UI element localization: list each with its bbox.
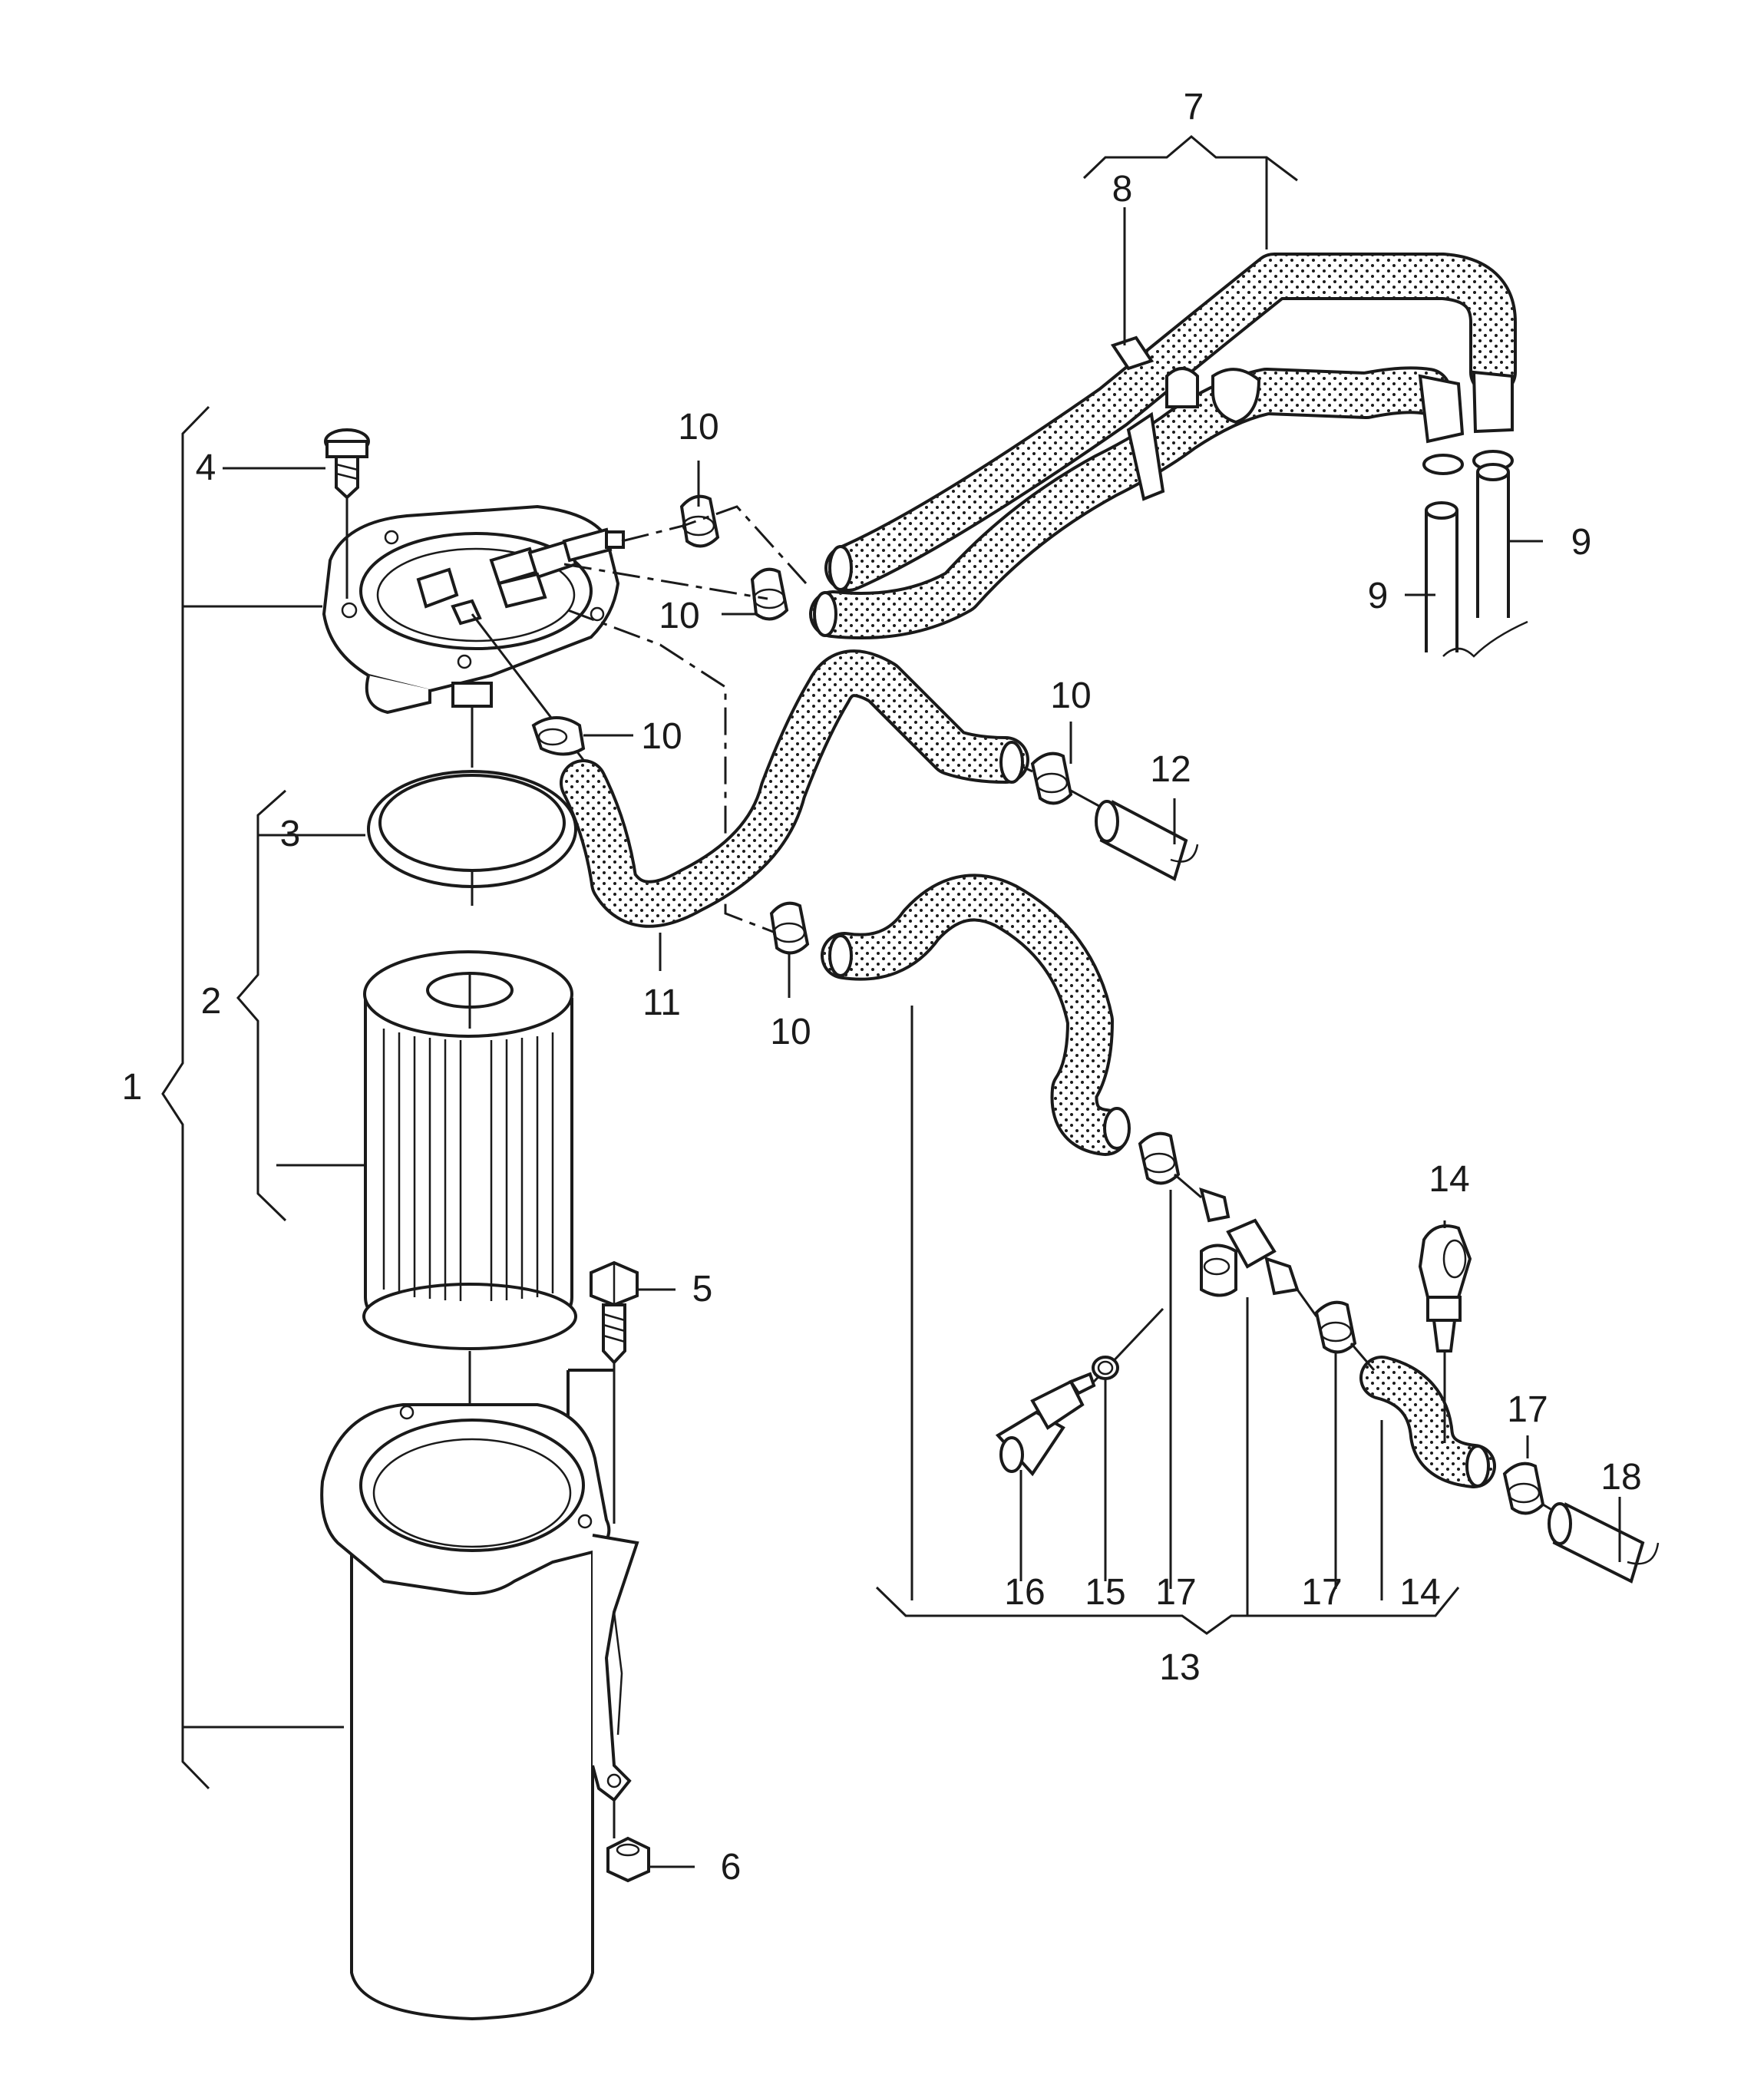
callout-1: 1	[122, 1067, 143, 1108]
fuel-pipes-9	[1425, 463, 1528, 658]
callout-10c: 10	[641, 716, 682, 757]
filter-head-flange	[322, 504, 625, 761]
hose-11	[560, 649, 1033, 928]
callout-17c: 17	[1507, 1389, 1548, 1430]
callout-13: 13	[1159, 1647, 1200, 1688]
callout-14b: 14	[1399, 1572, 1440, 1613]
callout-labels: 1 2 3 4 5 6 7 8 9 9 10 10 10 10 10 11 12…	[122, 87, 1642, 1888]
brace-assembly-1	[161, 405, 344, 1790]
filter-housing	[320, 1369, 639, 2021]
callout-12: 12	[1150, 749, 1191, 790]
o-ring-15	[1092, 1356, 1119, 1581]
callout-10b: 10	[659, 596, 699, 636]
hose-clamp-17-c	[1502, 1462, 1545, 1515]
t-piece-connector	[1174, 1173, 1318, 1317]
callout-8: 8	[1112, 169, 1133, 210]
hose-holder-14	[1418, 1224, 1472, 1443]
callout-14a: 14	[1429, 1159, 1469, 1200]
callout-11: 11	[643, 983, 681, 1023]
callout-15: 15	[1085, 1572, 1125, 1613]
filter-element-2	[362, 950, 577, 1451]
hose-14	[1349, 1343, 1496, 1488]
hose-13	[821, 874, 1131, 1156]
callout-9b: 9	[1571, 522, 1592, 563]
seal-ring-3	[367, 706, 577, 906]
fuel-pipe-12	[1070, 789, 1199, 881]
brace-hose-set-13	[875, 1006, 1460, 1635]
hose-clamp-10-upper	[750, 567, 789, 621]
callout-17b: 17	[1301, 1572, 1342, 1613]
callout-3: 3	[280, 814, 301, 854]
callout-6: 6	[721, 1847, 742, 1888]
mounting-bolt-5	[590, 1260, 639, 1524]
callout-17a: 17	[1155, 1572, 1196, 1613]
hose-clamp-10-left	[531, 716, 586, 756]
callout-16: 16	[1004, 1572, 1045, 1613]
leader-lines	[223, 207, 1621, 1868]
hose-clamp-17-a	[1138, 1131, 1181, 1185]
callout-9a: 9	[1368, 576, 1389, 616]
callout-10e: 10	[770, 1012, 811, 1052]
hose-clamp-17-b	[1314, 1300, 1357, 1354]
hose-clamp-10-right	[1030, 751, 1073, 805]
brace-filter-2	[236, 789, 371, 1222]
hose-set-7	[809, 253, 1517, 639]
nut-6	[606, 1800, 650, 1883]
brace-hose-set-7	[1082, 135, 1298, 249]
callout-2: 2	[201, 981, 222, 1022]
callout-18: 18	[1600, 1457, 1641, 1498]
hose-clamp-10-top	[679, 494, 720, 548]
callout-10d: 10	[1050, 675, 1091, 716]
hose-clamp-10-bottom	[769, 901, 810, 955]
temperature-sensor-16	[995, 1307, 1164, 1581]
assembly-lines	[563, 505, 808, 934]
callout-10a: 10	[678, 407, 718, 448]
callout-4: 4	[196, 448, 216, 488]
callout-5: 5	[692, 1269, 713, 1310]
mounting-bolt-4	[324, 428, 370, 599]
fuel-pipe-18	[1542, 1502, 1660, 1584]
callout-7: 7	[1184, 87, 1204, 127]
